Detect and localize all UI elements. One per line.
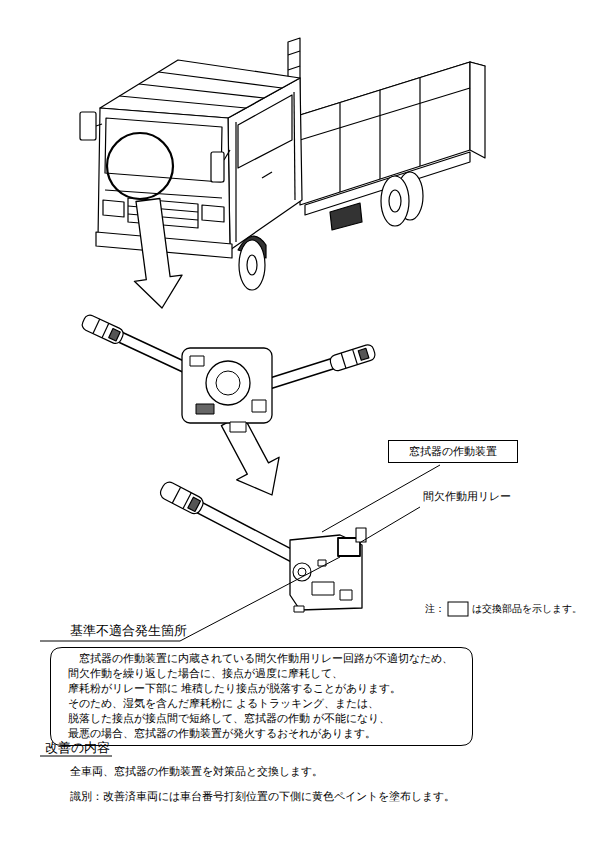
truck-illustration <box>120 96 247 108</box>
truck-illustration <box>100 60 300 118</box>
wiper-switch <box>290 535 362 610</box>
wiper-switch <box>158 480 205 516</box>
wiper-switch <box>185 500 300 560</box>
combination-switch <box>102 323 109 338</box>
highlight-circle <box>107 133 173 199</box>
leader-line <box>180 557 340 641</box>
combination-switch <box>329 343 377 372</box>
truck-illustration <box>239 240 265 290</box>
leader-line <box>361 507 420 542</box>
truck-illustration <box>389 190 401 212</box>
combination-switch <box>190 356 204 366</box>
wiper-switch <box>158 480 366 612</box>
truck-illustration <box>300 88 470 140</box>
truck-illustration <box>96 124 102 126</box>
wiper-switch <box>294 606 304 612</box>
combination-switch <box>93 319 100 334</box>
exchange-part-mark <box>448 602 468 616</box>
combination-switch <box>80 313 376 432</box>
truck-illustration <box>262 172 272 178</box>
combination-switch <box>182 348 272 423</box>
remedy-text: 全車両、窓拭器の作動装置を対策品と交換します。 <box>70 765 323 778</box>
combination-switch <box>216 371 240 395</box>
combination-switch <box>252 400 266 412</box>
truck-illustration <box>139 84 264 98</box>
truck-illustration <box>211 152 224 182</box>
truck-illustration <box>247 255 257 275</box>
truck-illustration <box>419 78 420 166</box>
truck-illustration <box>80 38 485 290</box>
combination-switch <box>341 353 346 368</box>
bracket-outline <box>51 648 473 746</box>
truck-illustration <box>339 103 340 192</box>
truck-illustration <box>224 150 230 160</box>
truck-illustration <box>288 51 300 55</box>
leader-line <box>40 756 112 757</box>
combination-switch <box>353 349 358 364</box>
wiper-switch <box>185 500 300 560</box>
wiper-switch <box>340 590 352 600</box>
truck-illustration <box>294 92 295 200</box>
part-name-box: 窓拭器の作動装置 <box>388 440 518 463</box>
truck-illustration <box>379 90 380 179</box>
combination-switch <box>109 329 120 341</box>
pointer-arrow <box>134 199 182 309</box>
truck-illustration <box>381 176 409 226</box>
defect-location-bracket: 基準不適合発生箇所窓拭器の作動装置に内蔵されている間欠作動用リレー回路が不適切な… <box>50 647 473 746</box>
part-label: 間欠作動用リレー <box>423 490 511 503</box>
combination-switch <box>196 404 214 414</box>
note-text: は交換部品を示します。 <box>472 603 582 615</box>
section-heading: 改善の内容 <box>45 740 110 755</box>
combination-switch <box>230 422 246 432</box>
wiper-switch <box>312 582 334 595</box>
combination-switch <box>358 348 369 360</box>
truck-illustration <box>288 66 300 70</box>
truck-illustration <box>159 72 283 88</box>
wiper-switch <box>293 563 311 581</box>
wiper-switch <box>158 480 205 516</box>
pointer-arrow <box>221 414 279 495</box>
wiper-switch <box>172 487 180 503</box>
combination-switch <box>206 361 250 405</box>
identification-text: 識別：改善済車両には車台番号打刻位置の下側に黄色ペイントを塗布します。 <box>70 790 455 803</box>
leader-line <box>322 465 440 532</box>
truck-illustration <box>80 112 96 140</box>
note-label: 注： <box>425 603 445 615</box>
truck-illustration <box>202 205 224 222</box>
truck-illustration <box>330 203 362 230</box>
wiper-switch <box>298 568 306 576</box>
truck-illustration <box>105 118 222 182</box>
body-text: 窓拭器の作動装置に内蔵されている間欠作動用リレー回路が不適切なため、 間欠作動を… <box>68 651 451 741</box>
leader-line <box>40 641 180 642</box>
truck-illustration <box>235 122 236 242</box>
combination-switch <box>329 343 377 372</box>
truck-illustration <box>470 62 485 158</box>
truck-illustration <box>103 200 124 217</box>
wiper-switch <box>188 497 201 511</box>
section-heading: 基準不適合発生箇所 <box>70 623 187 638</box>
combination-switch <box>80 313 125 345</box>
combination-switch <box>80 313 125 345</box>
box-label: 窓拭器の作動装置 <box>409 445 497 458</box>
